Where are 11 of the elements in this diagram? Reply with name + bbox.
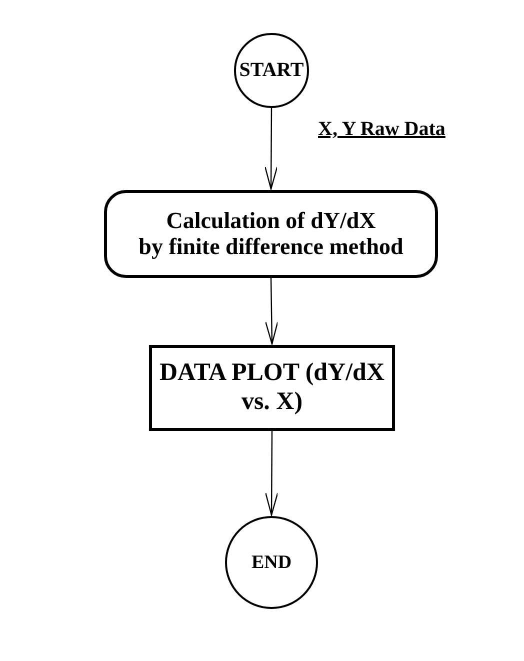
node-text: by finite difference method	[138, 234, 404, 260]
process-box	[149, 345, 395, 431]
node-text: END	[251, 552, 292, 574]
node-text: Calculation of dY/dX	[166, 208, 376, 234]
node-text: DATA PLOT (dY/dX vs. X)	[158, 359, 386, 417]
arrow	[264, 108, 278, 190]
node-text: START	[239, 59, 304, 82]
data-label: X, Y Raw Data	[318, 118, 446, 141]
process-box	[104, 190, 438, 278]
arrow	[265, 278, 278, 345]
arrow	[265, 431, 278, 516]
